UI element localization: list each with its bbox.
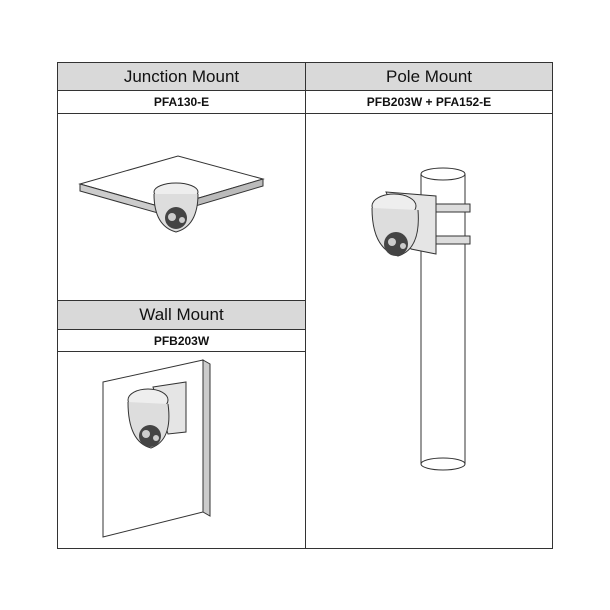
wall-mount-drawing bbox=[102, 359, 211, 538]
pole-mount-drawing bbox=[371, 167, 471, 471]
junction-mount-header: Junction Mount bbox=[57, 62, 306, 91]
pole-mount-title: Pole Mount bbox=[386, 66, 472, 86]
junction-mount-model-cell: PFA130-E bbox=[57, 90, 306, 114]
wall-mount-title: Wall Mount bbox=[139, 305, 224, 324]
junction-mount-model: PFA130-E bbox=[153, 95, 210, 109]
pole-mount-model: PFB203W + PFA152-E bbox=[366, 95, 492, 109]
wall-mount-model: PFB203W bbox=[153, 333, 210, 348]
junction-mount-illustration bbox=[57, 113, 306, 301]
wall-mount-illustration bbox=[57, 351, 306, 549]
pole-mount-illustration bbox=[305, 113, 553, 549]
wall-mount-header: Wall Mount bbox=[57, 300, 306, 330]
pole-mount-header: Pole Mount bbox=[305, 62, 553, 91]
wall-mount-model-cell: PFB203W bbox=[57, 329, 306, 352]
junction-mount-drawing bbox=[78, 155, 265, 233]
junction-mount-title: Junction Mount bbox=[123, 66, 240, 86]
pole-mount-model-cell: PFB203W + PFA152-E bbox=[305, 90, 553, 114]
